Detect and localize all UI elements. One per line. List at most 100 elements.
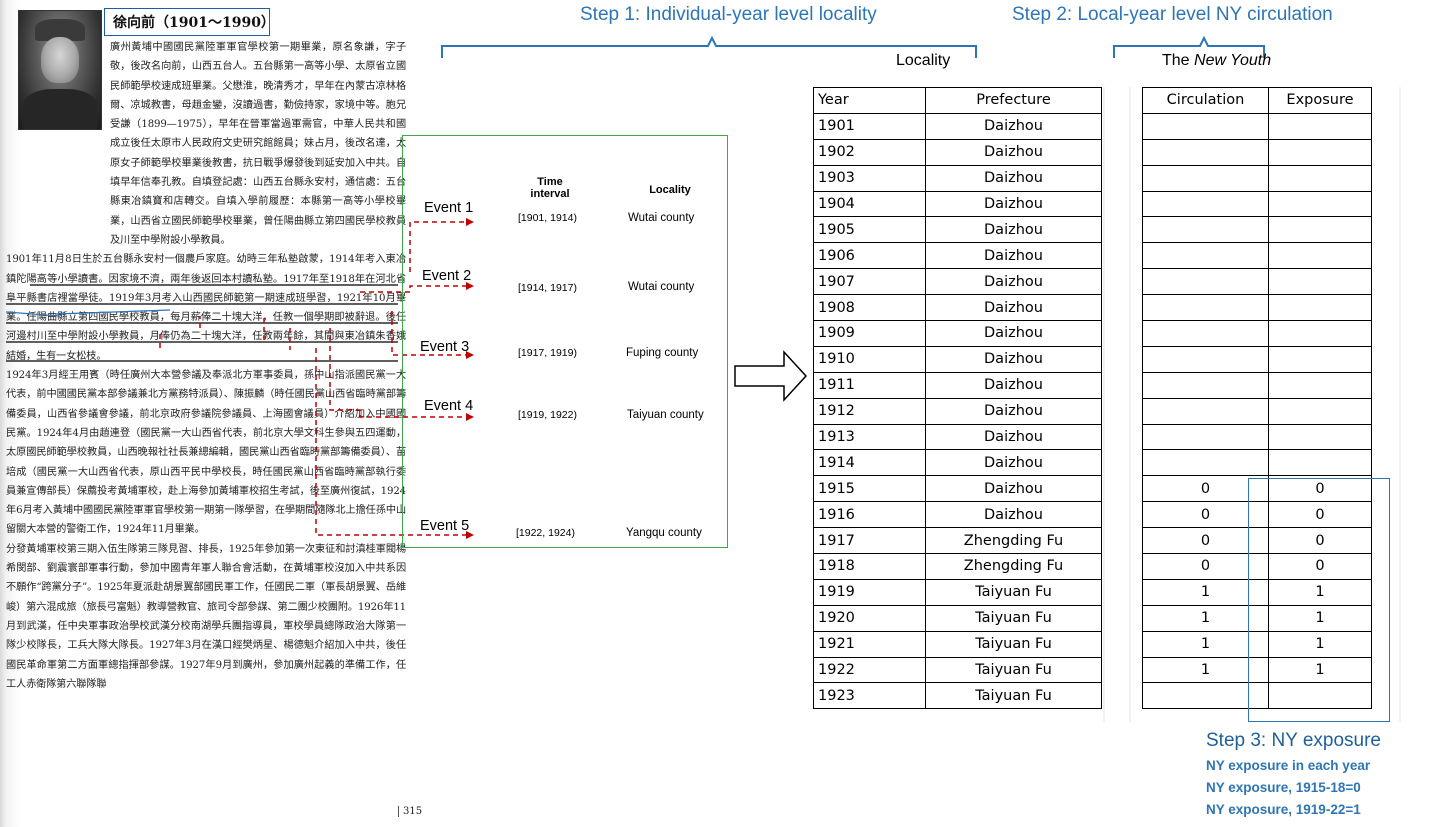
circulation-cell	[1142, 138, 1269, 166]
table-row	[1142, 190, 1372, 218]
event-interval-5: [1922, 1924)	[516, 527, 575, 539]
circulation-cell	[1142, 371, 1269, 399]
table-row	[1142, 112, 1372, 140]
exposure-cell: 1	[1268, 630, 1372, 658]
arrowhead	[466, 531, 474, 539]
exposure-cell	[1268, 345, 1372, 373]
year-cell: 1912	[813, 397, 926, 425]
time-interval-header: Time interval	[530, 176, 570, 200]
circulation-cell	[1142, 190, 1269, 218]
prefecture-cell: Daizhou	[925, 423, 1102, 451]
table-row	[1142, 345, 1372, 373]
arrowhead	[466, 282, 474, 290]
event-locality-1: Wutai county	[628, 212, 695, 224]
exposure-cell: 1	[1268, 604, 1372, 632]
exposure-cell	[1268, 397, 1372, 425]
underline	[55, 309, 171, 315]
biography-title: 徐向前（1901〜1990）	[104, 8, 275, 36]
exposure-cell	[1268, 682, 1372, 710]
locality-table-title: Locality	[896, 52, 951, 69]
circulation-cell	[1142, 423, 1269, 451]
locality-header: Locality	[649, 184, 691, 196]
event-label-4: Event 4	[424, 398, 474, 414]
table-row	[1142, 242, 1372, 270]
event-connector-5	[315, 348, 468, 536]
scanned-biography-page	[0, 0, 412, 827]
event-interval-4: [1919, 1922)	[518, 409, 577, 421]
portrait-photo	[18, 10, 102, 130]
exposure-cell	[1268, 112, 1372, 140]
ny-table-title: The New Youth	[1162, 52, 1271, 70]
year-cell: 1901	[813, 112, 926, 140]
exposure-cell	[1268, 138, 1372, 166]
event-label-5: Event 5	[420, 518, 470, 534]
year-cell: 1919	[813, 578, 926, 606]
circulation-cell: 1	[1142, 656, 1269, 684]
year-cell: 1916	[813, 501, 926, 529]
year-cell: 1904	[813, 190, 926, 218]
arrowhead	[466, 413, 474, 421]
exposure-cell	[1268, 423, 1372, 451]
step1-title: Step 1: Individual-year level locality	[580, 4, 877, 25]
year-cell: 1920	[813, 604, 926, 632]
exposure-cell	[1268, 449, 1372, 477]
table-header-row: Year Prefecture	[813, 87, 1102, 114]
biography-paragraph: 廣州黃埔中國國民黨陸軍軍官學校第一期畢業，原名象謙，字子敬，後改名向前，山西五台…	[110, 42, 406, 246]
event-locality-5: Yangqu county	[626, 527, 702, 539]
event-connector-4	[329, 328, 468, 418]
year-cell: 1908	[813, 294, 926, 322]
prefecture-cell: Taiyuan Fu	[925, 630, 1102, 658]
portrait-face	[41, 37, 79, 83]
prefecture-cell: Daizhou	[925, 294, 1102, 322]
exposure-cell: 0	[1268, 553, 1372, 580]
year-cell: 1906	[813, 242, 926, 270]
event-interval-2: [1914, 1917)	[518, 282, 577, 294]
circulation-cell	[1142, 320, 1269, 347]
prefecture-cell: Zhengding Fu	[925, 553, 1102, 580]
biography-paragraph: 分發黃埔軍校第三期入伍生隊第三隊見習、排長，1925年參加第一次東征和討滇桂軍閥…	[6, 543, 406, 690]
table-row	[1142, 294, 1372, 322]
exposure-highlight-box	[1248, 478, 1390, 722]
exposure-cell	[1268, 242, 1372, 270]
year-cell: 1905	[813, 216, 926, 244]
prefecture-cell: Daizhou	[925, 216, 1102, 244]
event-label-2: Event 2	[422, 268, 472, 284]
table-row	[1142, 320, 1372, 347]
circulation-cell: 1	[1142, 604, 1269, 632]
year-cell: 1921	[813, 630, 926, 658]
circulation-cell	[1142, 242, 1269, 270]
circulation-cell	[1142, 216, 1269, 244]
ny-title-prefix: The	[1162, 52, 1195, 69]
table-row	[1142, 449, 1372, 477]
prefecture-cell: Daizhou	[925, 371, 1102, 399]
exposure-header: Exposure	[1268, 87, 1372, 114]
prefecture-cell: Daizhou	[925, 475, 1102, 503]
circulation-cell	[1142, 449, 1269, 477]
page-number: 315	[398, 806, 422, 817]
event-connector-3	[391, 311, 468, 356]
event-interval-3: [1917, 1919)	[518, 347, 577, 359]
prefecture-cell: Daizhou	[925, 501, 1102, 529]
exposure-cell	[1268, 294, 1372, 322]
